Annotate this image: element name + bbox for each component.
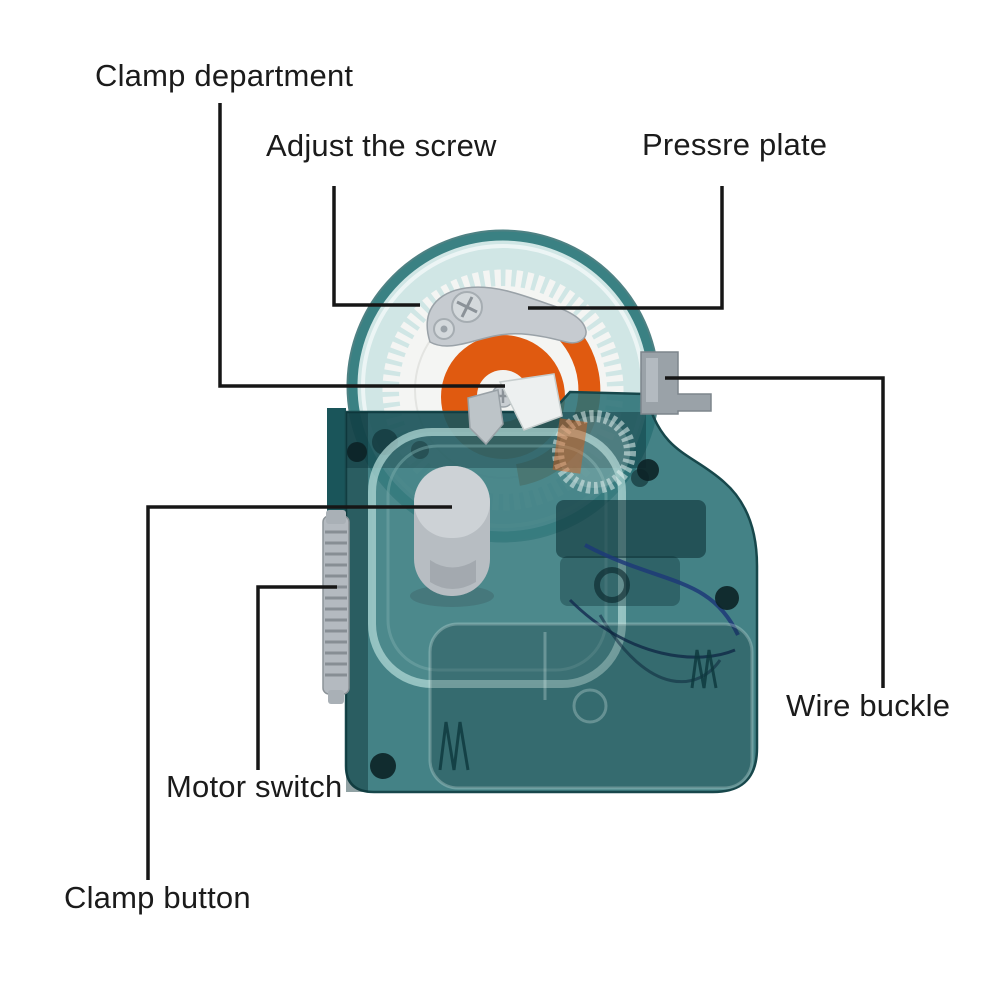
spring-icon	[690, 649, 718, 689]
screw-dot	[715, 586, 739, 610]
label-motor-switch: Motor switch	[166, 769, 343, 804]
gear-teeth	[382, 269, 624, 511]
device-body	[327, 373, 759, 794]
secondary-screw-center	[440, 325, 448, 333]
controls	[322, 351, 712, 704]
gearbox-block	[560, 556, 680, 606]
callout-line-wire-buckle	[665, 376, 885, 688]
callout-line-adjust-screw	[332, 186, 420, 307]
label-clamp-button: Clamp button	[64, 880, 251, 915]
motor-block	[556, 500, 706, 558]
clamp-hook-metal	[467, 389, 504, 446]
clamp-wedge	[498, 373, 563, 431]
battery-detail-circle	[572, 688, 608, 724]
wire-buckle-part	[640, 351, 712, 415]
label-wire-buckle: Wire buckle	[786, 688, 951, 723]
callout-lines	[146, 103, 885, 880]
pulley-icon	[594, 567, 630, 603]
internal-drive-gear	[552, 410, 636, 494]
screw-dot	[637, 459, 659, 481]
motor-switch-top-cap	[326, 510, 346, 524]
battery-compartment	[428, 622, 754, 790]
adjust-screw-cross	[456, 296, 478, 318]
body-left-flange	[327, 408, 346, 514]
spring-icon	[438, 721, 470, 771]
label-clamp-department: Clamp department	[95, 58, 354, 93]
screw-dot	[370, 753, 396, 779]
label-pressre-plate: Pressre plate	[642, 127, 828, 162]
callout-line-clamp-button	[146, 505, 452, 880]
label-adjust-screw: Adjust the screw	[266, 128, 497, 163]
wire-buckle-highlight	[646, 358, 658, 402]
clamp-button-highlight	[414, 466, 490, 538]
orange-lever-hint	[552, 418, 588, 474]
clamp-button-base	[430, 560, 476, 589]
callout-line-pressre-plate	[528, 186, 724, 310]
motor-switch-ribs	[325, 530, 347, 677]
wire-dark	[568, 598, 736, 659]
callout-line-clamp-department	[218, 103, 505, 388]
callout-line-motor-switch	[256, 585, 337, 770]
screw-dot	[347, 442, 367, 462]
wire-blue	[584, 543, 740, 636]
motor-switch-bottom-tab	[328, 690, 344, 704]
